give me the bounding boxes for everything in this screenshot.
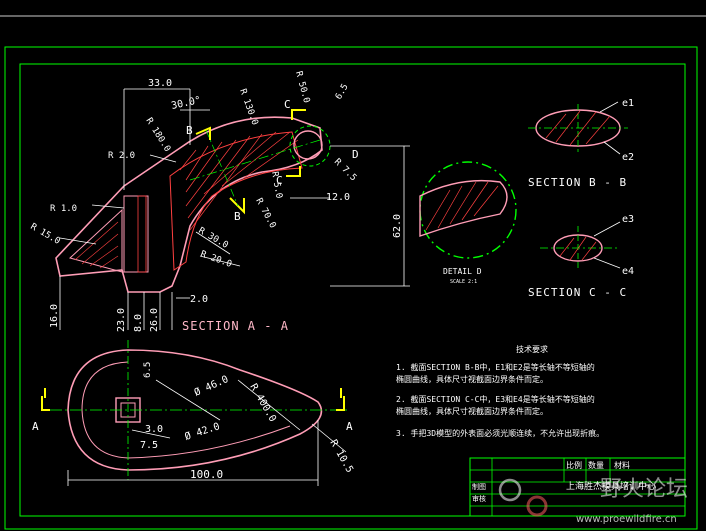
dim-26: 26.0: [149, 308, 160, 332]
dim-r2: R 2.0: [108, 151, 135, 161]
dim-r15: R 15.0: [29, 222, 62, 247]
dim-r50: R 50.0: [293, 70, 311, 104]
svg-text:6.5: 6.5: [143, 362, 153, 378]
detail-d-label: DETAIL D: [443, 267, 482, 276]
note-2a: 2. 截面SECTION C-C中，E3和E4是等长轴不等短轴的: [396, 394, 595, 404]
svg-text:Ø 46.0: Ø 46.0: [192, 373, 230, 399]
outer-border: [4, 46, 698, 530]
detail-d-view: [419, 161, 517, 259]
svg-text:Ø 42.0: Ø 42.0: [183, 420, 221, 443]
dim-r30: R 30.0: [197, 226, 230, 251]
dim-r180: R 180.0: [143, 116, 172, 153]
tb-quantity: 数量: [588, 460, 604, 470]
svg-text:3.0: 3.0: [145, 424, 163, 435]
svg-text:B: B: [186, 124, 193, 137]
inner-border: [19, 63, 686, 517]
tb-drawn-by: 制图: [472, 482, 486, 491]
svg-text:野火论坛: 野火论坛: [600, 477, 688, 502]
bottom-view: [41, 340, 350, 486]
dim-23: 23.0: [116, 308, 127, 332]
section-aa-view: [55, 116, 331, 293]
section-letters: B B C C D: [186, 98, 359, 223]
label-e3: e3: [622, 214, 634, 225]
dim-12: 12.0: [326, 192, 350, 203]
svg-text:100.0: 100.0: [190, 468, 223, 481]
dim-30deg: 30.0°: [170, 95, 202, 112]
note-1b: 椭圆曲线，具体尺寸视截面边界条件而定。: [396, 374, 548, 384]
section-cc-view: [540, 221, 621, 270]
tb-checked-by: 审核: [472, 494, 486, 503]
watermark-logo: 野火论坛: [498, 477, 688, 517]
section-bb-view: [528, 101, 628, 155]
dim-r1: R 1.0: [50, 204, 77, 214]
bottom-dimension-texts: 6.5 Ø 46.0 R 400.0 3.0 Ø 42.0 7.5 R 10.5…: [140, 362, 355, 481]
section-markers: [195, 109, 306, 215]
top-dimension-texts: 33.0 30.0° R 180.0 R 130.0 R 50.0 6.5 R …: [29, 70, 404, 332]
dim-62: 62.0: [392, 214, 403, 238]
section-a-right: A: [346, 420, 353, 433]
svg-text:D: D: [352, 148, 359, 161]
dim-8: 8.0: [133, 314, 144, 332]
svg-text:B: B: [234, 210, 241, 223]
section-aa-label: SECTION A - A: [182, 319, 289, 333]
notes-title: 技术要求: [516, 344, 548, 354]
section-bb-label: SECTION B - B: [528, 176, 627, 189]
section-cc-label: SECTION C - C: [528, 286, 627, 299]
svg-text:C: C: [284, 98, 291, 111]
section-a-left: A: [32, 420, 39, 433]
detail-d-scale: SCALE 2:1: [450, 279, 477, 285]
tb-company: 上海胜杰模具培训中心: [566, 480, 656, 492]
svg-text:R 400.0: R 400.0: [247, 382, 278, 424]
dim-6p5: 6.5: [334, 82, 351, 101]
note-2b: 椭圆曲线，具体尺寸视截面边界条件而定。: [396, 406, 548, 416]
label-e4: e4: [622, 266, 634, 277]
tb-material: 材料: [614, 460, 630, 470]
dim-2: 2.0: [190, 294, 208, 305]
watermark-url: www.proewildfire.cn: [576, 514, 677, 525]
svg-text:C: C: [276, 174, 283, 187]
dim-r70: R 70.0: [253, 197, 277, 230]
note-3: 3. 手把3D模型的外表面必须光顺连续，不允许出现折痕。: [396, 428, 604, 438]
tb-scale: 比例: [566, 460, 582, 470]
svg-text:7.5: 7.5: [140, 440, 158, 451]
dim-33: 33.0: [148, 78, 172, 89]
label-e2: e2: [622, 152, 634, 163]
dim-r5: R 5.0: [269, 171, 284, 199]
note-1a: 1. 截面SECTION B-B中，E1和E2是等长轴不等短轴的: [396, 362, 595, 372]
dimension-lines-top: [59, 88, 410, 330]
svg-text:R 10.5: R 10.5: [327, 438, 355, 475]
technical-notes: 技术要求 1. 截面SECTION B-B中，E1和E2是等长轴不等短轴的 椭圆…: [396, 344, 604, 438]
dim-16: 16.0: [49, 304, 60, 328]
label-e1: e1: [622, 98, 634, 109]
